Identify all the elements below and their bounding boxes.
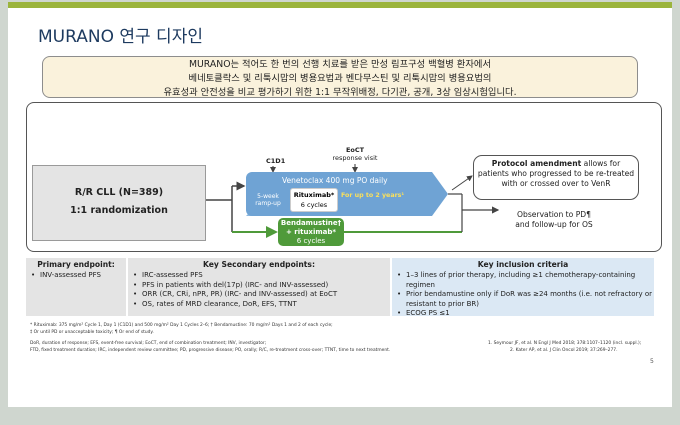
footnote-1: * Rituximab: 375 mg/m² Cycle 1, Day 1 (C… xyxy=(30,323,333,328)
rituximab-box: Rituximab* 6 cycles xyxy=(290,188,338,212)
inclusion-item: ECOG PS ≤1 xyxy=(397,309,654,319)
footnote-3: DoR, duration of response; EFS, event-fr… xyxy=(30,341,267,346)
bendamustine-arm: Bendamustine† + rituximab* 6 cycles xyxy=(278,218,344,246)
eoct-label: EoCT response visit xyxy=(325,146,385,162)
footnote-4: FTD, fixed treatment duration; IRC, inde… xyxy=(30,348,391,353)
reference-2: 2. Kater AP, et al. J Clin Oncol 2019; 3… xyxy=(510,348,618,353)
bendamustine-cycles: 6 cycles xyxy=(296,237,326,245)
secondary-endpoint-item: PFS in patients with del(17p) (IRC- and … xyxy=(133,281,390,291)
intro-box: MURANO는 적어도 한 번의 선행 치료를 받은 만성 림프구성 백혈병 환… xyxy=(42,56,638,98)
observation-label: Observation to PD¶ and follow-up for OS xyxy=(494,210,614,230)
protocol-amendment-box: Protocol amendment allows for patients w… xyxy=(473,155,639,200)
eoct-sub: response visit xyxy=(332,154,378,162)
inclusion-criteria-title: Key inclusion criteria xyxy=(477,260,569,269)
observation-line-2: and follow-up for OS xyxy=(515,220,593,229)
population-box: R/R CLL (N=389) 1:1 randomization xyxy=(32,165,206,241)
bendamustine-rituximab-label: + rituximab* xyxy=(285,228,337,236)
primary-endpoint-title: Primary endpoint: xyxy=(37,260,115,269)
randomization-label: 1:1 randomization xyxy=(70,205,168,216)
venetoclax-arm xyxy=(246,172,432,216)
inclusion-item: 1–3 lines of prior therapy, including ≥1… xyxy=(397,271,654,290)
secondary-endpoints-title: Key Secondary endpoints: xyxy=(203,260,315,269)
footnote-2: ‡ Or until PD or unacceptable toxicity; … xyxy=(30,330,154,335)
duration-label: For up to 2 years¹ xyxy=(341,192,405,199)
accent-bar xyxy=(8,2,672,8)
secondary-endpoint-item: ORR (CR, CRi, nPR, PR) (IRC- and INV-ass… xyxy=(133,290,390,300)
intro-line-3: 유효성과 안전성을 비교 평가하기 위한 1:1 무작위배정, 다기관, 공개,… xyxy=(163,87,517,98)
page-number: 5 xyxy=(650,358,654,365)
secondary-endpoint-item: IRC-assessed PFS xyxy=(133,271,390,281)
rituximab-label: Rituximab* xyxy=(293,191,335,199)
ramp-up-label: 5-week ramp-up xyxy=(255,193,281,207)
rituximab-cycles: 6 cycles xyxy=(300,201,328,209)
venetoclax-label: Venetoclax 400 mg PO daily xyxy=(282,176,388,185)
intro-line-1: MURANO는 적어도 한 번의 선행 치료를 받은 만성 림프구성 백혈병 환… xyxy=(188,59,492,70)
primary-endpoint-box: Primary endpoint: INV-assessed PFS xyxy=(26,258,126,316)
slide-title: MURANO 연구 디자인 xyxy=(38,27,203,47)
amendment-title: Protocol amendment xyxy=(491,159,582,168)
reference-1: 1. Seymour JF, et al. N Engl J Med 2018;… xyxy=(488,341,642,346)
population-label: R/R CLL (N=389) xyxy=(74,187,164,198)
observation-line-1: Observation to PD¶ xyxy=(517,210,591,219)
primary-endpoint-item: INV-assessed PFS xyxy=(31,271,126,281)
inclusion-criteria-box: Key inclusion criteria 1–3 lines of prio… xyxy=(392,258,654,319)
secondary-endpoint-item: OS, rates of MRD clearance, DoR, EFS, TT… xyxy=(133,300,390,310)
venetoclax-arrow-tip xyxy=(432,172,448,216)
amendment-text: allows for patients who progressed to be… xyxy=(477,159,635,188)
eoct-title: EoCT xyxy=(345,146,365,154)
c1d1-label: C1D1 xyxy=(266,157,286,165)
bendamustine-label: Bendamustine† xyxy=(280,219,342,227)
inclusion-item: Prior bendamustine only if DoR was ≥24 m… xyxy=(397,290,654,309)
study-design-frame xyxy=(26,102,662,252)
intro-line-2: 베네토클락스 및 리툭시맙의 병용요법과 벤다무스틴 및 리툭시맙의 병용요법의 xyxy=(188,73,492,84)
secondary-endpoints-box: Key Secondary endpoints: IRC-assessed PF… xyxy=(128,258,390,316)
